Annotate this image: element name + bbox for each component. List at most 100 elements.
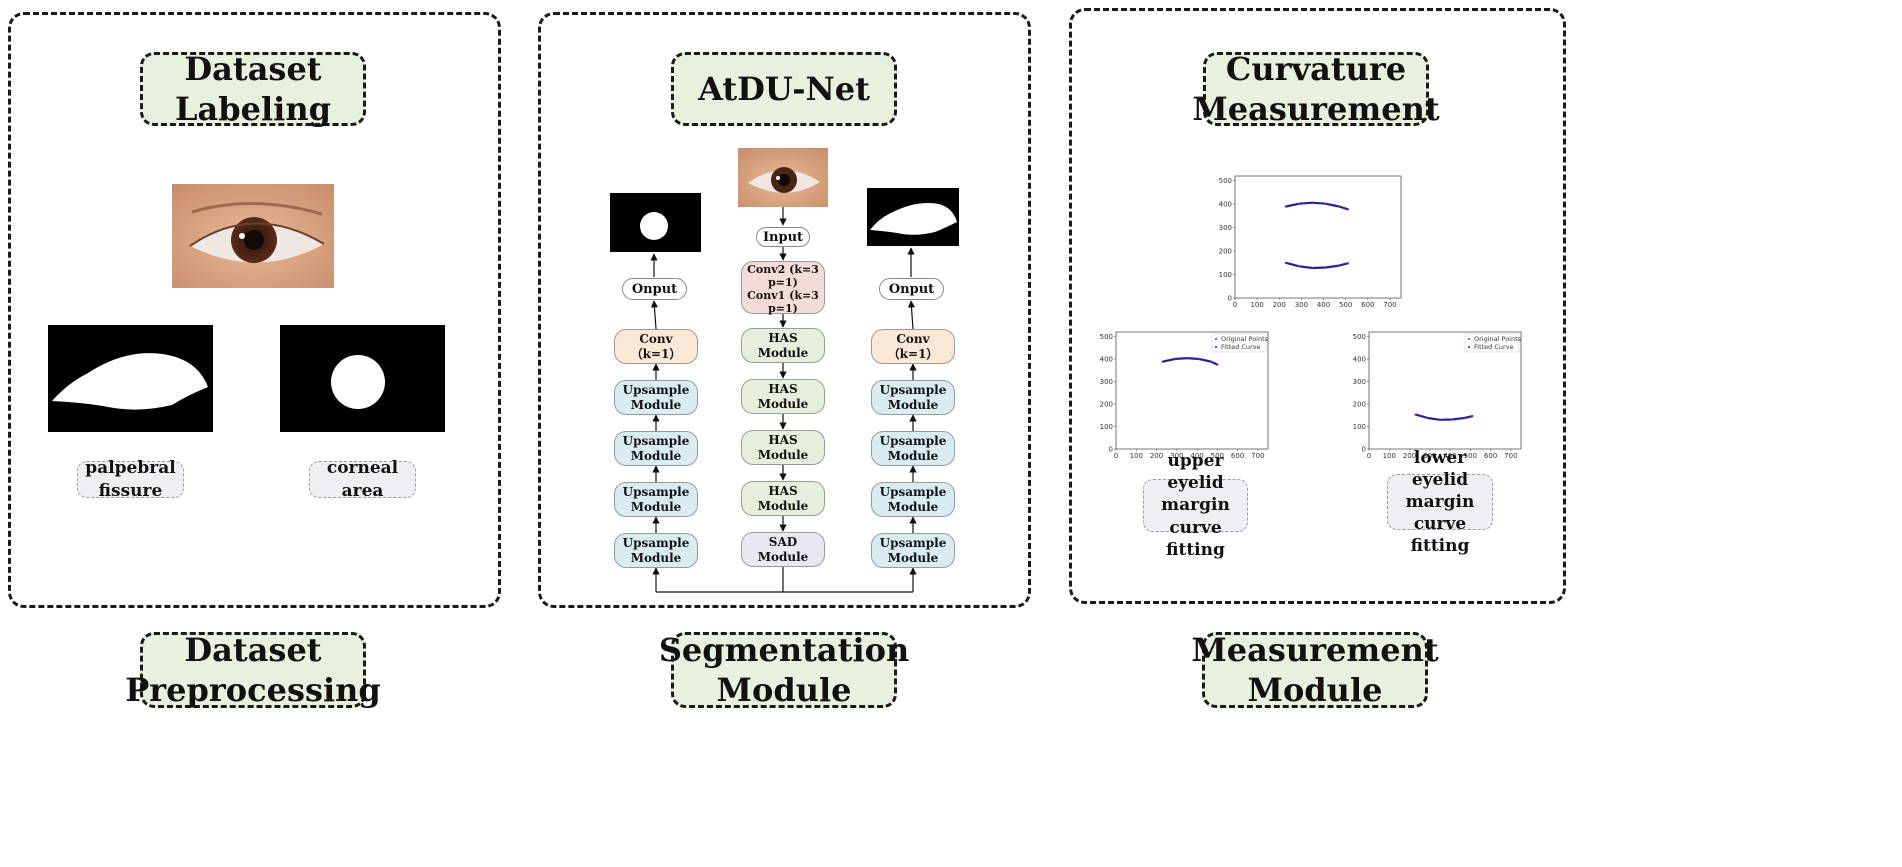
right-output-node: Onput bbox=[879, 278, 944, 300]
y-tick-label: 400 bbox=[1219, 201, 1232, 209]
y-tick-label: 300 bbox=[1100, 378, 1113, 386]
original-point bbox=[1298, 202, 1301, 205]
x-tick-label: 600 bbox=[1361, 301, 1374, 309]
x-tick-label: 100 bbox=[1250, 301, 1263, 309]
right-upsample-2: Upsample Module bbox=[871, 431, 955, 466]
corneal-area-label: corneal area bbox=[309, 458, 416, 501]
fitted-curve-series-0 bbox=[1414, 413, 1474, 421]
segmentation-panel bbox=[538, 12, 1031, 608]
original-point bbox=[1311, 267, 1314, 269]
y-tick-label: 100 bbox=[1353, 423, 1366, 431]
original-point bbox=[1346, 262, 1349, 265]
input-node: Input bbox=[756, 227, 810, 247]
x-tick-label: 500 bbox=[1339, 301, 1352, 309]
measurement-panel bbox=[1069, 8, 1566, 604]
original-point bbox=[1338, 264, 1340, 267]
y-tick-label: 400 bbox=[1100, 356, 1113, 364]
original-point bbox=[1346, 208, 1349, 211]
lower-eyelid-label: lower eyelid margin curve fitting bbox=[1387, 448, 1493, 556]
left-upsample-1: Upsample Module bbox=[614, 380, 698, 415]
legend-marker-original bbox=[1215, 338, 1217, 340]
legend-label-original: Original Points bbox=[1474, 335, 1522, 343]
y-tick-label: 400 bbox=[1353, 356, 1366, 364]
curvature-measurement-title: Curvature Measurement bbox=[1192, 50, 1440, 128]
y-tick-label: 0 bbox=[1228, 295, 1232, 303]
original-point bbox=[1414, 413, 1417, 416]
fitted-curve-series-1 bbox=[1284, 261, 1349, 270]
right-upsample-1: Upsample Module bbox=[871, 380, 955, 415]
x-tick-label: 0 bbox=[1114, 452, 1118, 460]
segmentation-module-title: Segmentation Module bbox=[658, 631, 910, 709]
legend-marker-original bbox=[1468, 338, 1470, 340]
original-point bbox=[1285, 261, 1287, 264]
x-tick-label: 600 bbox=[1231, 452, 1244, 460]
left-upsample-3: Upsample Module bbox=[614, 482, 698, 517]
legend-box bbox=[1211, 333, 1267, 353]
left-output-node: Onput bbox=[622, 278, 687, 300]
legend-marker-fitted bbox=[1468, 346, 1470, 348]
y-tick-label: 300 bbox=[1353, 378, 1366, 386]
original-point bbox=[1173, 358, 1176, 360]
legend-box bbox=[1464, 333, 1520, 353]
output-mask-fissure bbox=[867, 188, 959, 246]
x-tick-label: 600 bbox=[1484, 452, 1497, 460]
y-tick-label: 0 bbox=[1109, 446, 1113, 454]
original-point bbox=[1285, 205, 1287, 208]
original-point bbox=[1463, 417, 1466, 419]
measurement-module-title: Measurement Module bbox=[1191, 631, 1439, 709]
has-module-4: HAS Module bbox=[741, 481, 825, 516]
original-point bbox=[1198, 358, 1200, 360]
y-tick-label: 0 bbox=[1362, 446, 1366, 454]
atdu-net-title: AtDU-Net bbox=[671, 52, 897, 126]
sad-module: SAD Module bbox=[741, 532, 825, 567]
palpebral-fissure-mask bbox=[48, 325, 213, 432]
original-point bbox=[1186, 357, 1188, 359]
x-tick-label: 300 bbox=[1295, 301, 1308, 309]
y-tick-label: 300 bbox=[1219, 224, 1232, 232]
original-point bbox=[1451, 418, 1453, 421]
y-tick-label: 100 bbox=[1100, 423, 1113, 431]
eye-photo bbox=[172, 184, 334, 288]
x-tick-label: 200 bbox=[1273, 301, 1286, 309]
original-point bbox=[1338, 205, 1340, 208]
x-tick-label: 100 bbox=[1130, 452, 1143, 460]
encoder-conv-block bbox=[741, 261, 825, 314]
x-tick-label: 400 bbox=[1443, 452, 1456, 460]
has-module-1: HAS Module bbox=[741, 328, 825, 363]
original-point bbox=[1439, 418, 1441, 421]
x-tick-label: 700 bbox=[1504, 452, 1517, 460]
original-point bbox=[1210, 360, 1213, 363]
left-conv-node: Conv （k=1） bbox=[614, 329, 698, 364]
right-upsample-4: Upsample Module bbox=[871, 533, 955, 568]
original-point bbox=[1161, 360, 1164, 363]
x-tick-label: 400 bbox=[1317, 301, 1330, 309]
original-point bbox=[1311, 201, 1314, 204]
fitted-curve-series-0 bbox=[1161, 357, 1219, 366]
dataset-preprocessing-title: Dataset Preprocessing bbox=[125, 631, 381, 709]
output-mask-cornea bbox=[610, 193, 701, 252]
original-point bbox=[1471, 415, 1474, 418]
legend-label-fitted: Fitted Curve bbox=[1474, 343, 1514, 351]
plot-frame bbox=[1234, 175, 1402, 299]
y-tick-label: 200 bbox=[1219, 248, 1232, 256]
fitted-curve-series-0 bbox=[1284, 201, 1349, 211]
x-tick-label: 200 bbox=[1403, 452, 1416, 460]
left-upsample-4: Upsample Module bbox=[614, 533, 698, 568]
x-tick-label: 300 bbox=[1170, 452, 1183, 460]
y-tick-label: 100 bbox=[1219, 271, 1232, 279]
corneal-area-mask bbox=[280, 325, 445, 432]
right-upsample-3: Upsample Module bbox=[871, 482, 955, 517]
conv2-label: Conv2 (k=3 p=1) bbox=[747, 263, 819, 290]
legend-marker-fitted bbox=[1215, 346, 1217, 348]
x-tick-label: 200 bbox=[1150, 452, 1163, 460]
y-tick-label: 200 bbox=[1353, 401, 1366, 409]
y-tick-label: 500 bbox=[1100, 333, 1113, 341]
y-tick-label: 500 bbox=[1219, 177, 1232, 185]
x-tick-label: 300 bbox=[1423, 452, 1436, 460]
original-point bbox=[1324, 202, 1327, 205]
x-tick-label: 0 bbox=[1233, 301, 1237, 309]
